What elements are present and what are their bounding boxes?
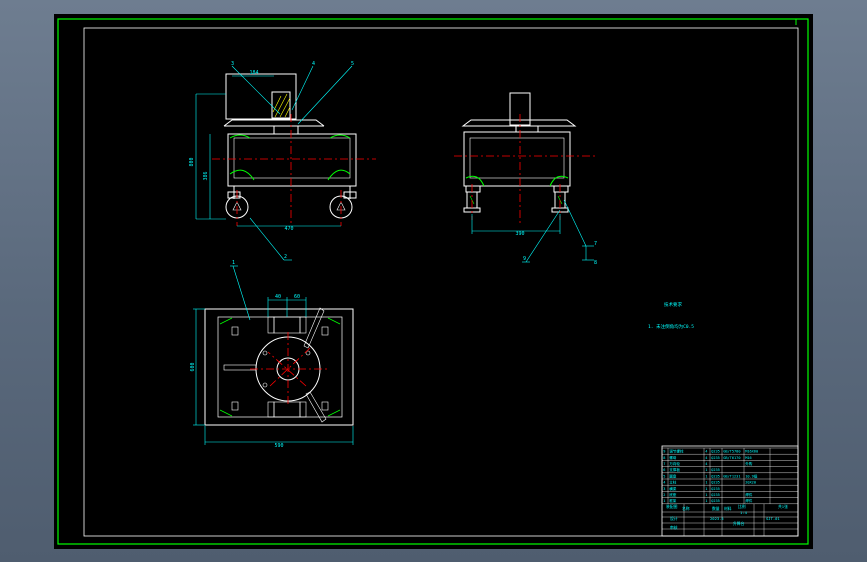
parts-list-cell: 外购 xyxy=(745,461,753,466)
plan-dim-height: 600 xyxy=(190,362,196,371)
parts-list-cell: 4 xyxy=(663,481,665,485)
parts-list-cell: 横梁 xyxy=(669,486,677,491)
balloon-8: 8 xyxy=(594,260,597,266)
side-body xyxy=(463,131,571,187)
header-qty: 数量 xyxy=(712,506,720,511)
parts-list-cell: Q235 xyxy=(711,499,720,503)
parts-list-cell: 1 xyxy=(705,481,707,485)
front-dim-top: 184 xyxy=(249,70,258,76)
balloon-9: 9 xyxy=(523,256,526,262)
parts-list-cell: 调节螺栓 xyxy=(669,449,684,454)
parts-list-cell: 4 xyxy=(705,456,707,460)
plan-dim-b: 60 xyxy=(294,294,300,300)
parts-list-cell: 支撑板 xyxy=(669,467,680,472)
parts-list-cell: M16X60 xyxy=(745,450,758,454)
drawing-sheet[interactable]: 800 386 184 470 3 4 5 2 xyxy=(54,14,813,549)
balloon-2: 2 xyxy=(284,254,287,260)
parts-list-cell: 1 xyxy=(705,468,707,472)
front-head-block xyxy=(225,73,297,120)
drawing-title: 升降台 xyxy=(733,521,745,526)
parts-list-cell: Q235 xyxy=(711,481,720,485)
parts-list-cell: GB/T1231 xyxy=(723,474,740,478)
parts-list-cell: GB/T5780 xyxy=(723,450,740,454)
parts-list-cell: 3 xyxy=(663,487,665,491)
parts-list-cell: Q235 xyxy=(711,474,720,478)
parts-list-cell: 10.9级 xyxy=(745,473,758,478)
drawing-date: 2023.5 xyxy=(710,516,724,521)
parts-list-cell: 1 xyxy=(705,499,707,503)
plan-dim-a: 40 xyxy=(275,294,281,300)
company-name: 装配图 xyxy=(666,504,678,509)
front-column xyxy=(271,91,291,119)
parts-list-cell: Q235 xyxy=(711,468,720,472)
parts-list-cell: 8 xyxy=(663,456,665,460)
side-view: 390 9 7 8 xyxy=(454,92,597,266)
plan-outer xyxy=(204,308,354,426)
parts-list-cell: 圆盘 xyxy=(669,473,677,478)
notes-title: 技术要求 xyxy=(664,301,682,308)
parts-list-cell: 螺母 xyxy=(669,455,677,460)
header-name: 名称 xyxy=(682,506,690,511)
parts-list-cell: 5 xyxy=(663,474,665,478)
balloon-3: 3 xyxy=(231,61,234,67)
parts-list-cell: 底座 xyxy=(669,492,677,497)
sheet-count: 共1张 xyxy=(778,504,788,509)
front-dim-width: 470 xyxy=(284,226,293,232)
plan-view: 590 600 40 60 1 xyxy=(190,260,354,449)
parts-list-cell: Q235 xyxy=(711,493,720,497)
technical-notes: 技术要求 1. 未注倒角均为C0.5 xyxy=(648,301,694,330)
parts-list-cell: Q235 xyxy=(711,450,720,454)
cad-drawing: 800 386 184 470 3 4 5 2 xyxy=(57,18,809,545)
parts-list-cell: M16 xyxy=(745,456,752,460)
parts-list-cell: 1 xyxy=(705,474,707,478)
parts-list-cell: 6 xyxy=(663,468,665,472)
side-dim-width: 390 xyxy=(515,231,524,237)
header-material: 材料 xyxy=(724,506,732,511)
parts-list-cell: 4 xyxy=(705,450,707,454)
parts-list-cell: Q235 xyxy=(711,456,720,460)
designer-label: 设计 xyxy=(670,516,678,521)
parts-list-cell: 20X20 xyxy=(745,481,756,485)
balloon-1: 1 xyxy=(232,260,235,266)
front-view: 800 386 184 470 3 4 5 2 xyxy=(189,61,376,261)
parts-list-cell: 1 xyxy=(663,499,665,503)
parts-list-cell: 9 xyxy=(663,450,665,454)
parts-list-cell: 万向轮 xyxy=(669,461,680,466)
front-dim-body-height: 386 xyxy=(203,171,209,180)
front-dim-total-height: 800 xyxy=(189,157,195,166)
parts-list-cell: 4 xyxy=(705,462,707,466)
balloon-4: 4 xyxy=(312,61,315,67)
front-body xyxy=(227,133,357,187)
drawing-number: SJT-01 xyxy=(766,516,780,521)
parts-list-cell: Q235 xyxy=(711,487,720,491)
balloon-5: 5 xyxy=(351,61,354,67)
balloon-7: 7 xyxy=(594,241,597,247)
inner-border xyxy=(83,27,799,537)
front-column-hatch xyxy=(272,93,291,118)
parts-list-cell: 1 xyxy=(705,493,707,497)
parts-list-cell: 焊件 xyxy=(745,492,753,497)
scale-label: 比例 xyxy=(738,504,746,509)
parts-list-cell: 立柱 xyxy=(669,480,677,485)
front-top-plate xyxy=(223,119,325,127)
plan-dim-width: 590 xyxy=(274,443,283,449)
parts-list-cell: 2 xyxy=(663,493,665,497)
outer-border xyxy=(57,18,809,545)
parts-list-cell: GB/T6170 xyxy=(723,456,740,460)
notes-line-1: 1. 未注倒角均为C0.5 xyxy=(648,323,694,330)
parts-list-cell: 框架 xyxy=(669,498,677,503)
scale-value: 1:4 xyxy=(740,510,748,515)
parts-list-cell: 焊件 xyxy=(745,498,753,503)
parts-list-cell: 7 xyxy=(663,462,665,466)
checker-label: 审核 xyxy=(670,525,678,530)
parts-list-cell: 1 xyxy=(705,487,707,491)
